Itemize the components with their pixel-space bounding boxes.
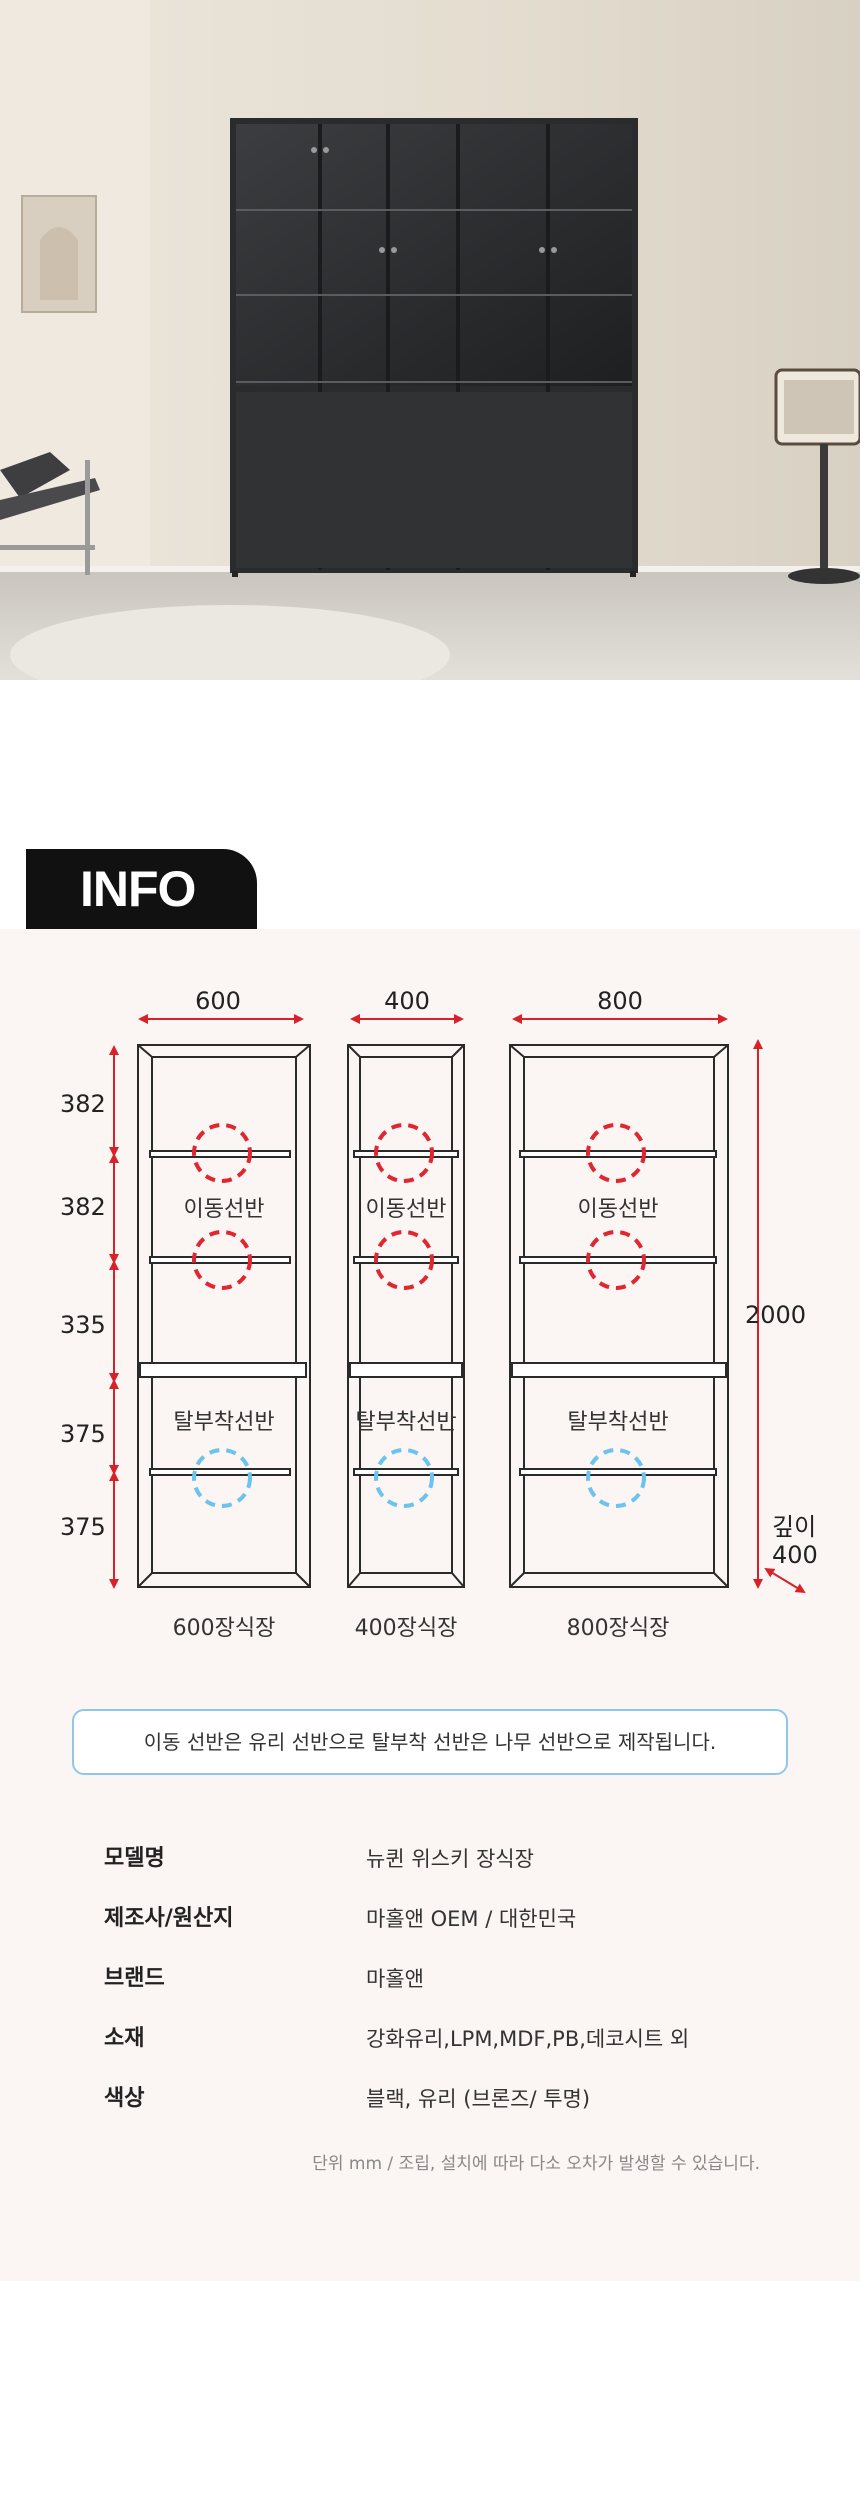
cabinet-name-600: 600장식장: [173, 1616, 276, 1641]
spec-value: 강화유리,LPM,MDF,PB,데코시트 외: [366, 2027, 690, 2051]
cabinet-name-400: 400장식장: [355, 1616, 458, 1641]
spec-key: 브랜드: [104, 1966, 165, 1991]
fixed-shelf-label-800: 탈부착선반: [567, 1410, 668, 1435]
fixed-shelf-label-600: 탈부착선반: [173, 1410, 274, 1435]
height-label-1: 382: [60, 1090, 106, 1118]
cabinet-name-800: 800장식장: [567, 1616, 670, 1641]
footnote: 단위 mm / 조립, 설치에 따라 다소 오차가 발생할 수 있습니다.: [312, 2154, 760, 2174]
spec-row-color: 색상 블랙, 유리 (브론즈/ 투명): [104, 2079, 804, 2139]
shelf-note: 이동 선반은 유리 선반으로 탈부착 선반은 나무 선반으로 제작됩니다.: [72, 1709, 788, 1775]
fixed-shelf-markers: [192, 1448, 646, 1508]
spec-value: 마홀앤: [366, 1967, 424, 1991]
product-photo: [0, 0, 860, 680]
spec-key: 소재: [104, 2026, 145, 2051]
height-label-4: 375: [60, 1420, 106, 1448]
spec-value: 뉴퀸 위스키 장식장: [366, 1847, 534, 1871]
depth-dim: [764, 1567, 806, 1594]
spec-row-manufacturer: 제조사/원산지 마홀앤 OEM / 대한민국: [104, 1899, 804, 1959]
cabinet-800: [509, 1044, 729, 1588]
height-label-2: 382: [60, 1193, 106, 1221]
spec-key: 제조사/원산지: [104, 1906, 234, 1931]
spec-value: 마홀앤 OEM / 대한민국: [366, 1907, 577, 1931]
spec-value: 블랙, 유리 (브론즈/ 투명): [366, 2087, 591, 2111]
spec-key: 모델명: [104, 1846, 165, 1871]
cabinet-600: [137, 1044, 311, 1588]
width-label-800: 800: [597, 987, 643, 1015]
moving-shelf-label-400: 이동선반: [366, 1197, 447, 1222]
width-label-600: 600: [195, 987, 241, 1015]
height-label-5: 375: [60, 1513, 106, 1541]
depth-label: 깊이: [772, 1513, 816, 1541]
info-panel: 600 400 800 382 382 335 375 375 2000 깊이 …: [0, 929, 860, 2281]
height-label-3: 335: [60, 1311, 106, 1339]
spec-table: 모델명 뉴퀸 위스키 장식장 제조사/원산지 마홀앤 OEM / 대한민국 브랜…: [104, 1839, 804, 2139]
width-label-400: 400: [384, 987, 430, 1015]
moving-shelf-label-600: 이동선반: [184, 1197, 265, 1222]
moving-shelf-markers: [192, 1123, 646, 1290]
fixed-shelf-label-400: 탈부착선반: [355, 1410, 456, 1435]
info-tab: INFO: [26, 849, 257, 929]
dimension-diagram: 600 400 800 382 382 335 375 375 2000 깊이 …: [60, 987, 818, 1641]
showroom-illustration: [0, 0, 860, 680]
spec-row-brand: 브랜드 마홀앤: [104, 1959, 804, 2019]
spec-row-model: 모델명 뉴퀸 위스키 장식장: [104, 1839, 804, 1899]
depth-value: 400: [772, 1541, 818, 1569]
moving-shelf-label-800: 이동선반: [578, 1197, 659, 1222]
cabinet-400: [347, 1044, 465, 1588]
spec-row-material: 소재 강화유리,LPM,MDF,PB,데코시트 외: [104, 2019, 804, 2079]
spec-key: 색상: [104, 2086, 145, 2111]
total-height-label: 2000: [745, 1301, 806, 1329]
